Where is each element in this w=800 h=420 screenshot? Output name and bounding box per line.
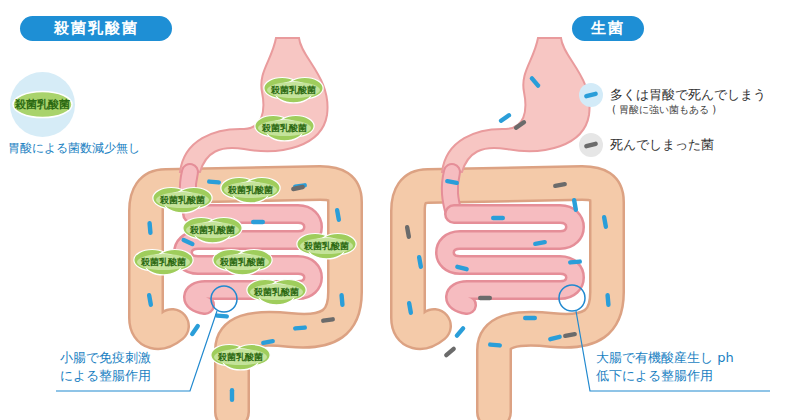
bacterium: [553, 182, 568, 189]
bacteria-name: 殺菌乳酸菌: [160, 194, 205, 207]
legend-icon: [579, 133, 603, 157]
bacteria-cluster: 殺菌乳酸菌: [222, 178, 279, 202]
bacteria-cluster: 殺菌乳酸菌: [265, 78, 322, 102]
bacterium: [407, 301, 414, 316]
legend-caption: 胃酸による菌数減少無し: [8, 140, 140, 156]
bacterium: [563, 332, 578, 339]
large-intestine: [146, 183, 345, 412]
bacteria-cluster: 殺菌乳酸菌: [298, 234, 355, 258]
bacterium: [548, 334, 563, 342]
bacterium: [207, 179, 221, 185]
bacterium: [291, 184, 306, 191]
legend-icon: [579, 83, 603, 107]
title-text: 生菌: [584, 19, 632, 38]
bacteria-cluster: 殺菌乳酸菌: [135, 250, 192, 274]
bacteria-name: 殺菌乳酸菌: [220, 256, 265, 269]
bacteria-name: 殺菌乳酸菌: [271, 84, 316, 97]
large-intestine-outline: [408, 183, 607, 412]
large-intestine: [408, 183, 607, 412]
callout-text: 小腸で免疫刺激 による整腸作用: [60, 349, 160, 384]
bacterium: [572, 198, 579, 213]
title-text: 殺菌乳酸菌: [32, 19, 160, 38]
bacterium: [189, 323, 201, 337]
bacteria-cluster: 殺菌乳酸菌: [248, 280, 305, 304]
bacterium: [261, 339, 276, 346]
bacterium: [417, 255, 424, 270]
legend-text: 多くは胃酸で死んでしまう: [610, 86, 766, 104]
bacterium: [605, 293, 611, 307]
leader-line: [576, 311, 770, 391]
bacterium: [568, 259, 582, 265]
small-intestine: [445, 214, 575, 305]
callout-circle: [211, 286, 237, 312]
bacterium: [181, 237, 196, 247]
bacterium: [491, 216, 505, 220]
bacterium: [443, 346, 457, 358]
bacteria-name: 殺菌乳酸菌: [218, 351, 263, 364]
bacteria-cluster: 殺菌乳酸菌: [154, 188, 211, 212]
bacterium: [523, 316, 537, 320]
bacteria-name: 殺菌乳酸菌: [304, 240, 349, 253]
bacteria-name: 殺菌乳酸菌: [190, 224, 235, 237]
bacterium: [339, 293, 345, 307]
title-band: 生菌: [572, 16, 644, 41]
bacterium: [293, 325, 307, 331]
small-intestine-outline: [445, 214, 575, 305]
title-band: 殺菌乳酸菌: [20, 16, 172, 41]
bacteria-name: 殺菌乳酸菌: [141, 256, 186, 269]
bacteria-name: 殺菌乳酸菌: [262, 122, 307, 135]
bacterium: [529, 75, 541, 89]
legend-note: ( 胃酸に強い菌もある ): [612, 103, 716, 117]
bacteria-cluster: 殺菌乳酸菌: [214, 250, 271, 274]
bacterium: [584, 141, 599, 149]
bacterium: [498, 112, 512, 124]
bacterium: [445, 179, 460, 186]
leader-line: [56, 311, 217, 391]
bacteria-cluster: 殺菌乳酸菌: [256, 116, 313, 140]
left-gut: [146, 38, 345, 412]
bacterium: [251, 220, 265, 224]
bacterium: [454, 325, 466, 339]
bacterium: [321, 317, 335, 323]
small-intestine-outline: [183, 214, 313, 305]
stomach: [442, 38, 590, 172]
legend-entry: 多くは胃酸で死んでしまう: [610, 86, 766, 104]
legend-entry: 死んでしまった菌: [610, 136, 714, 154]
legend-bacteria-ball: 殺菌乳酸菌: [10, 72, 75, 137]
bacterium: [488, 342, 502, 348]
bacterium: [147, 221, 153, 235]
bacterium: [147, 293, 154, 308]
bacteria-name: 殺菌乳酸菌: [228, 184, 273, 197]
callout-text: 大腸で有機酸産生し ph 低下による整腸作用: [596, 349, 764, 384]
bacteria-cluster: 殺菌乳酸菌: [184, 218, 241, 242]
bacterium: [215, 313, 229, 319]
bacterium: [584, 91, 599, 99]
bacteria-cluster: 殺菌乳酸菌: [212, 345, 269, 369]
bacterium: [405, 225, 412, 240]
legend-text: 死んでしまった菌: [610, 136, 714, 154]
bacterium: [455, 264, 470, 272]
bacteria-name: 殺菌乳酸菌: [15, 97, 70, 112]
right-gut: [408, 38, 607, 412]
bacterium: [513, 119, 527, 131]
bacterium: [478, 296, 492, 300]
callout-circle: [559, 285, 585, 311]
bacterium: [602, 215, 609, 230]
bacterium: [230, 388, 234, 402]
small-intestine: [183, 214, 313, 305]
bacterium: [335, 208, 342, 223]
bacterium: [533, 240, 548, 247]
stomach: [180, 38, 328, 172]
large-intestine-outline: [146, 183, 345, 412]
bacteria-name: 殺菌乳酸菌: [254, 286, 299, 299]
